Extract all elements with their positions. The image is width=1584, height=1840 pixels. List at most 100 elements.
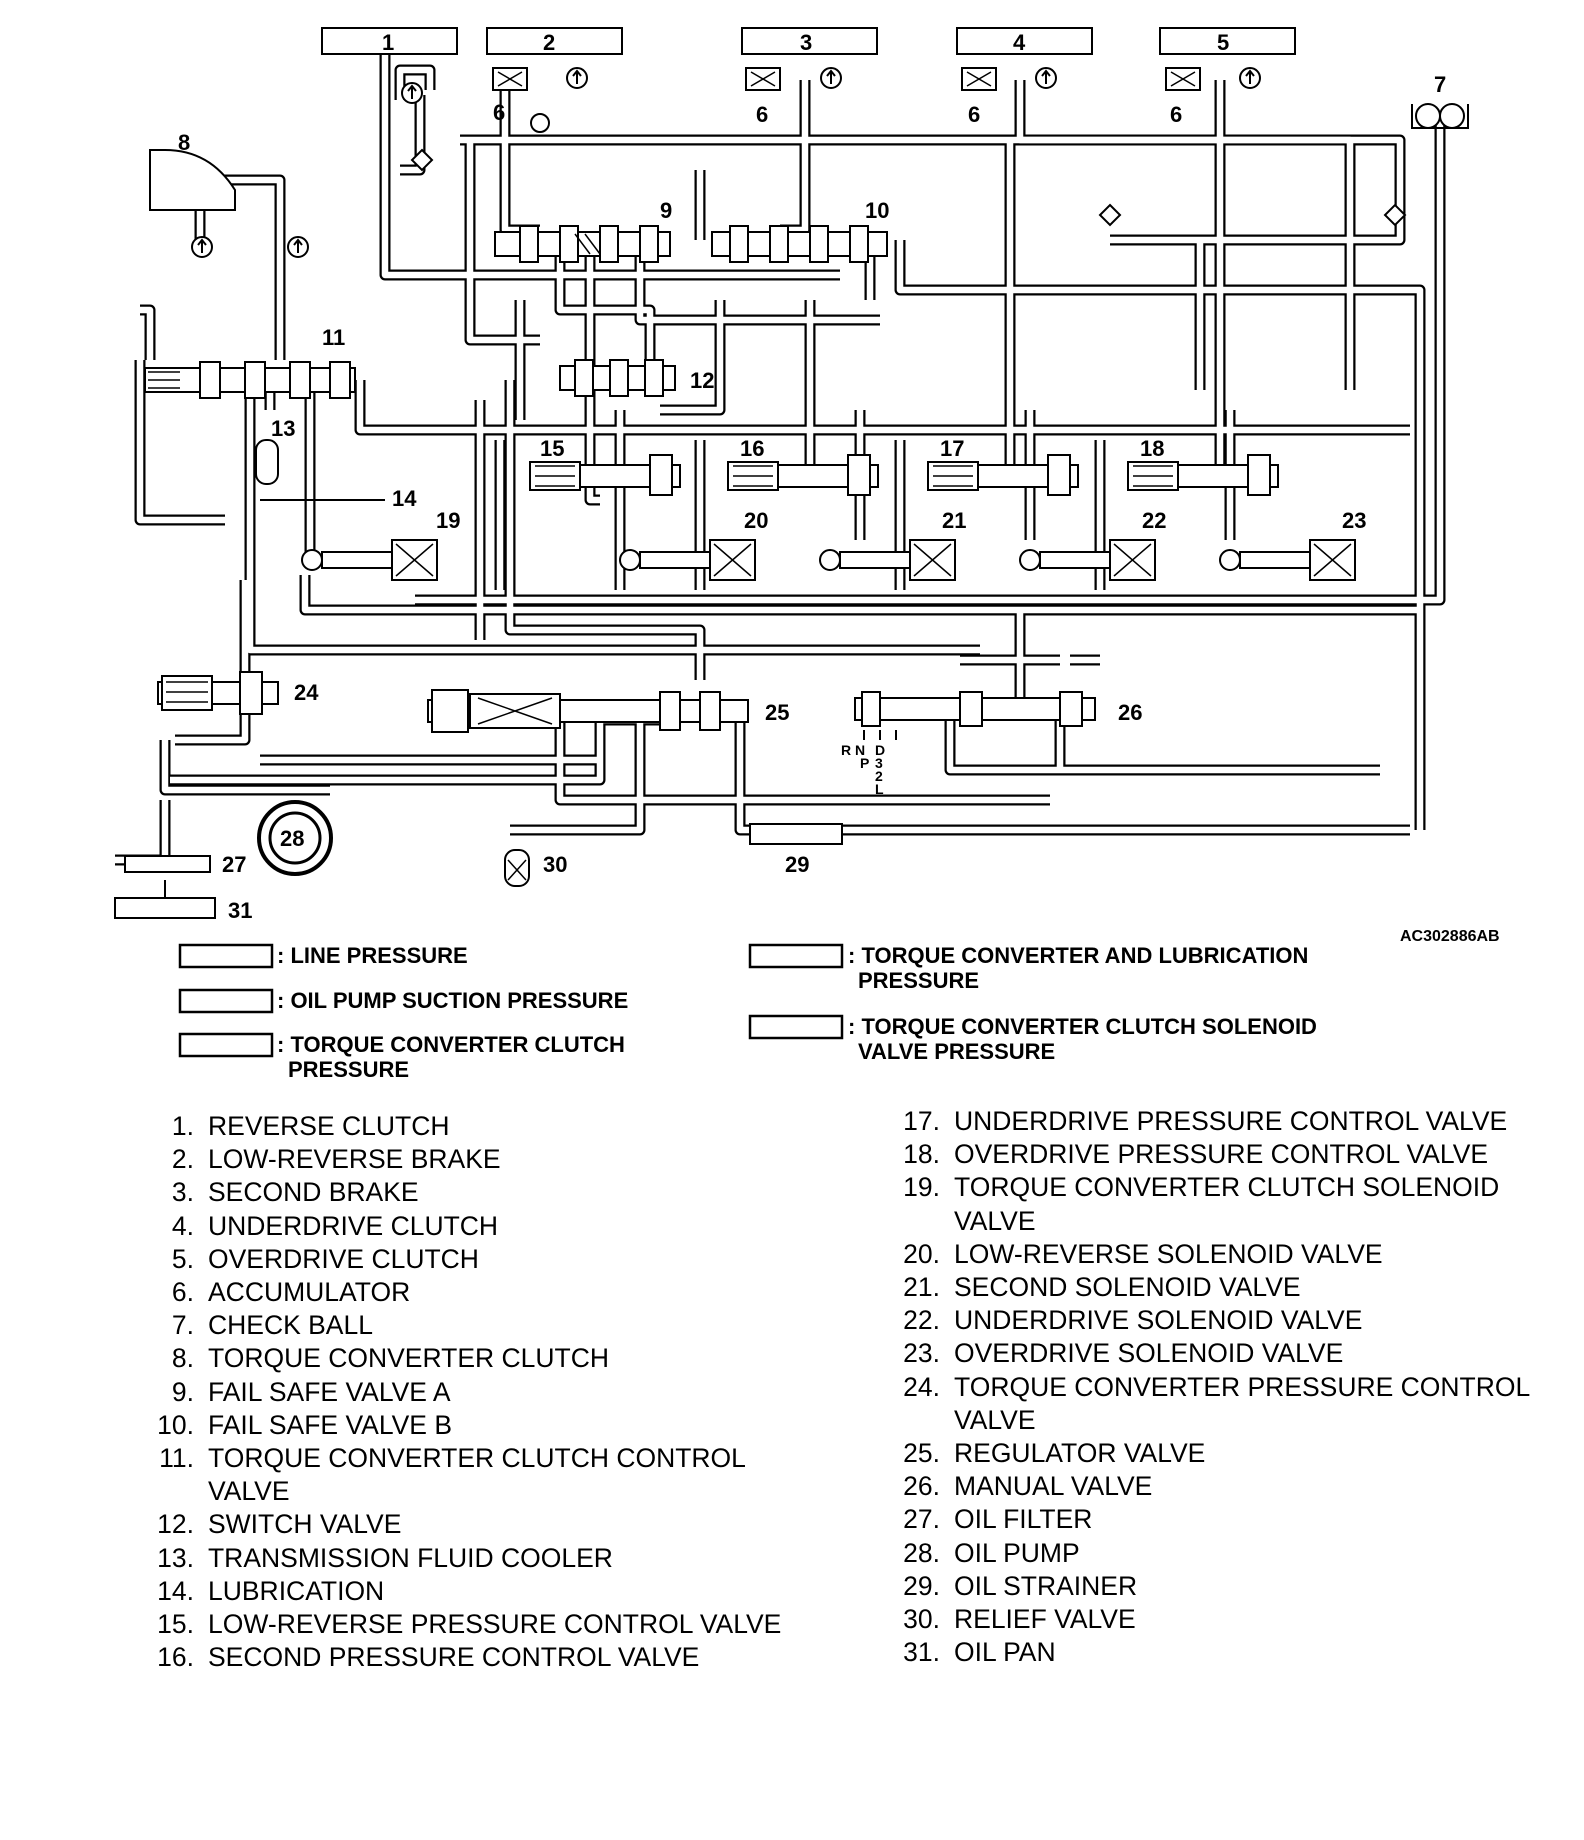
part-number: 21. — [903, 1272, 940, 1303]
svg-text:15: 15 — [540, 436, 564, 461]
part-number: 19. — [903, 1172, 940, 1203]
check-ball: 7 — [1411, 72, 1469, 129]
overdrive-pressure-control-valve: 18 — [1127, 436, 1279, 496]
svg-text:8: 8 — [178, 130, 190, 155]
parts-list-left-column: 1.REVERSE CLUTCH 2.LOW-REVERSE BRAKE 3.S… — [142, 1110, 822, 1674]
svg-text:16: 16 — [740, 436, 764, 461]
part-name: UNDERDRIVE CLUTCH — [208, 1210, 499, 1241]
legend: : LINE PRESSURE : OIL PUMP SUCTION PRESS… — [178, 943, 1317, 1082]
svg-text:17: 17 — [940, 436, 964, 461]
part-number: 23. — [903, 1338, 940, 1369]
part-number: 22. — [903, 1305, 940, 1336]
list-item: 17.UNDERDRIVE PRESSURE CONTROL VALVE — [888, 1105, 1578, 1138]
svg-text:: OIL PUMP SUCTION PRESSURE: : OIL PUMP SUCTION PRESSURE — [277, 988, 628, 1013]
part-name: LOW-REVERSE PRESSURE CONTROL VALVE — [208, 1609, 782, 1640]
part-name: FAIL SAFE VALVE B — [208, 1409, 452, 1440]
part-number: 10. — [157, 1409, 194, 1440]
list-item: 22. UNDERDRIVE SOLENOID VALVE — [888, 1304, 1578, 1337]
svg-text:14: 14 — [392, 486, 417, 511]
legend-torque-converter-clutch-pressure: : TORQUE CONVERTER CLUTCH PRESSURE — [178, 1032, 625, 1082]
second-brake: 3 — [741, 27, 878, 55]
second-solenoid-valve: 21 — [819, 508, 966, 581]
switch-valve: 12 — [559, 359, 714, 397]
oil-pump: 28 — [257, 800, 333, 876]
torque-converter-clutch-solenoid-valve: 19 — [301, 508, 460, 581]
part-name: TORQUE CONVERTER CLUTCH — [208, 1343, 609, 1374]
svg-text:26: 26 — [1118, 700, 1142, 725]
torque-converter-pressure-control-valve: 24 — [157, 671, 319, 715]
part-number: 15. — [157, 1609, 194, 1640]
part-name: OIL PAN — [954, 1637, 1056, 1668]
list-item: 11.TORQUE CONVERTER CLUTCH CONTROL VALVE — [142, 1442, 822, 1508]
list-item: 19.TORQUE CONVERTER CLUTCH SOLENOID VALV… — [888, 1171, 1578, 1237]
list-item: 9.FAIL SAFE VALVE A — [142, 1376, 822, 1409]
svg-text:20: 20 — [744, 508, 768, 533]
part-number: 29. — [903, 1570, 940, 1601]
svg-text:2: 2 — [875, 768, 883, 784]
list-item: 1.REVERSE CLUTCH — [142, 1110, 822, 1143]
svg-text:27: 27 — [222, 852, 246, 877]
part-name: UNDERDRIVE SOLENOID VALVE — [954, 1305, 1363, 1336]
low-reverse-brake: 2 — [486, 27, 623, 55]
list-item: 6.ACCUMULATOR — [142, 1276, 822, 1309]
svg-text:31: 31 — [228, 898, 252, 923]
svg-text:N: N — [855, 742, 865, 758]
part-number: 31. — [903, 1637, 940, 1668]
part-name: LOW-REVERSE BRAKE — [208, 1144, 501, 1175]
list-item: 26.MANUAL VALVE — [888, 1470, 1578, 1503]
svg-text:: TORQUE CONVERTER CLUTCH: : TORQUE CONVERTER CLUTCH — [277, 1032, 625, 1057]
list-item: 14.LUBRICATION — [142, 1575, 822, 1608]
legend-torque-converter-and-lubrication-pressure: : TORQUE CONVERTER AND LUBRICATION PRESS… — [748, 943, 1308, 993]
svg-text:25: 25 — [765, 700, 789, 725]
low-reverse-solenoid-valve: 20 — [619, 508, 768, 581]
part-name: FAIL SAFE VALVE A — [208, 1376, 451, 1407]
part-name: SECOND PRESSURE CONTROL VALVE — [208, 1642, 700, 1673]
lubrication: 14 — [260, 486, 417, 511]
svg-text:L: L — [875, 781, 884, 797]
part-name: ACCUMULATOR — [208, 1277, 411, 1308]
figure-code: AC302886AB — [1400, 928, 1500, 945]
oil-strainer: 29 — [749, 823, 843, 877]
svg-text:18: 18 — [1140, 436, 1164, 461]
part-name: TRANSMISSION FLUID COOLER — [208, 1542, 613, 1573]
svg-text:6: 6 — [1170, 102, 1182, 127]
reverse-clutch: 1 — [321, 27, 458, 55]
relief-valve: 30 — [504, 849, 567, 887]
svg-text:P: P — [860, 755, 869, 771]
svg-text:3: 3 — [800, 30, 812, 55]
part-name: TORQUE CONVERTER PRESSURE CONTROL VALVE — [954, 1371, 1530, 1435]
svg-text:29: 29 — [785, 852, 809, 877]
oil-pan: 31 — [114, 880, 252, 923]
underdrive-pressure-control-valve: 17 — [927, 436, 1079, 496]
second-pressure-control-valve: 16 — [727, 436, 879, 496]
part-number: 30. — [903, 1604, 940, 1635]
list-item: 4.UNDERDRIVE CLUTCH — [142, 1210, 822, 1243]
list-item: 2.LOW-REVERSE BRAKE — [142, 1143, 822, 1176]
svg-text:6: 6 — [968, 102, 980, 127]
part-name: SECOND SOLENOID VALVE — [954, 1272, 1301, 1303]
legend-oil-pump-suction-pressure: : OIL PUMP SUCTION PRESSURE — [178, 988, 628, 1014]
svg-text:19: 19 — [436, 508, 460, 533]
legend-torque-converter-clutch-solenoid-valve-pressure: : TORQUE CONVERTER CLUTCH SOLENOID VALVE… — [748, 1014, 1317, 1064]
part-number: 1. — [171, 1111, 194, 1141]
svg-text:7: 7 — [1434, 72, 1446, 97]
svg-text:: TORQUE CONVERTER AND LUBRICA: : TORQUE CONVERTER AND LUBRICATION — [848, 943, 1308, 968]
parts-list-right-column: 17.UNDERDRIVE PRESSURE CONTROL VALVE 18.… — [888, 1105, 1578, 1669]
hydraulic-passages — [115, 55, 1446, 866]
svg-text:21: 21 — [942, 508, 966, 533]
part-number: 28. — [903, 1537, 940, 1568]
fail-safe-valve-b: 10 — [711, 198, 889, 263]
part-number: 17. — [903, 1106, 940, 1136]
part-number: 14. — [157, 1575, 194, 1606]
torque-converter-clutch: 8 — [149, 130, 236, 211]
list-item: 5.OVERDRIVE CLUTCH — [142, 1243, 822, 1276]
svg-text:5: 5 — [1217, 30, 1229, 55]
check-valves — [191, 67, 1261, 258]
list-item: 13.TRANSMISSION FLUID COOLER — [142, 1542, 822, 1575]
svg-text:R: R — [841, 742, 851, 758]
overdrive-clutch: 5 — [1159, 27, 1296, 55]
list-item: 23.OVERDRIVE SOLENOID VALVE — [888, 1337, 1578, 1370]
part-name: OIL PUMP — [954, 1537, 1080, 1568]
list-item: 12.SWITCH VALVE — [142, 1508, 822, 1541]
part-name: OVERDRIVE CLUTCH — [208, 1243, 479, 1274]
